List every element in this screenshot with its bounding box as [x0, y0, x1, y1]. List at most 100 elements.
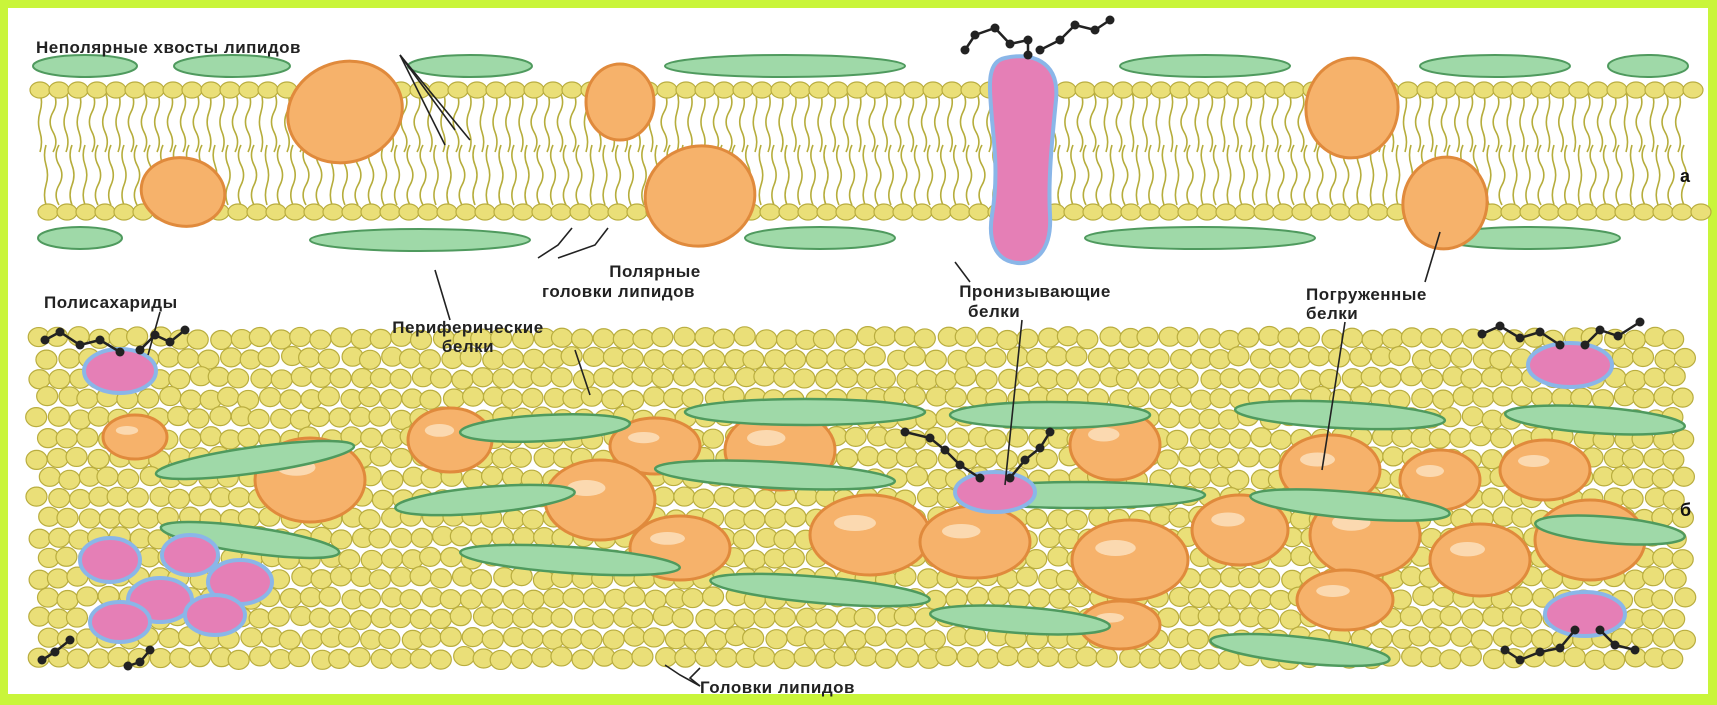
penetrating-protein: [162, 535, 218, 575]
lipid-head: [1077, 330, 1098, 349]
lipid-head: [1169, 508, 1190, 527]
lipid-head: [925, 350, 946, 369]
lipid-head: [1039, 528, 1060, 547]
lipid-head: [125, 82, 145, 98]
lipid-head: [1511, 587, 1532, 606]
peripheral-protein: [1608, 55, 1688, 77]
lipid-head: [1652, 590, 1673, 609]
lipid-head: [319, 587, 340, 606]
lipid-head: [824, 630, 845, 649]
lipid-head: [474, 607, 495, 626]
lipid-head: [1380, 368, 1401, 387]
lipid-head: [652, 368, 673, 387]
lipid-head: [613, 330, 634, 349]
lipid-head: [1209, 590, 1230, 609]
lipid-head: [1564, 648, 1585, 667]
polysaccharide-unit: [1006, 40, 1015, 49]
lipid-head: [771, 82, 791, 98]
lipid-head: [359, 589, 380, 608]
lipid-head: [752, 82, 772, 98]
lipid-head: [379, 629, 400, 648]
protein-highlight: [1088, 428, 1120, 442]
lipid-head: [1612, 467, 1633, 486]
lipid-head: [1179, 409, 1200, 428]
lipid-head: [1455, 82, 1475, 98]
lipid-head: [806, 349, 827, 368]
lipid-head: [1100, 327, 1121, 346]
lipid-head: [1079, 369, 1100, 388]
lipid-head: [785, 350, 806, 369]
lipid-head: [144, 82, 164, 98]
lipid-head: [816, 370, 837, 389]
lipid-head: [765, 350, 786, 369]
polysaccharide-unit: [1556, 644, 1565, 653]
lipid-head: [1179, 447, 1200, 466]
lipid-head: [505, 82, 525, 98]
lipid-head: [26, 450, 47, 469]
lipid-head: [1558, 204, 1578, 220]
lipid-head: [674, 487, 695, 506]
submerged-protein: [103, 415, 167, 459]
lipid-head: [1612, 348, 1633, 367]
lipid-head: [107, 487, 128, 506]
lipid-head: [966, 347, 987, 366]
lipid-head: [874, 204, 894, 220]
polysaccharide-unit: [1496, 322, 1505, 331]
polysaccharide-unit: [1636, 318, 1645, 327]
lipid-head: [1038, 647, 1059, 666]
lipid-head: [280, 589, 301, 608]
lipid-head: [249, 327, 270, 346]
lipid-head: [1258, 610, 1279, 629]
lipid-head: [551, 647, 572, 666]
peripheral-protein: [408, 55, 532, 77]
lipid-head: [714, 487, 735, 506]
lipid-head: [266, 204, 286, 220]
lipid-head: [864, 347, 885, 366]
lipid-head: [89, 649, 110, 668]
lipid-head: [511, 650, 532, 669]
lipid-head: [524, 82, 544, 98]
lipid-head: [1238, 369, 1259, 388]
lipid-head: [657, 82, 677, 98]
polysaccharide-unit: [41, 336, 50, 345]
label-lipid-heads: Головки липидов: [700, 678, 855, 698]
lipid-head: [1250, 590, 1271, 609]
lipid-head: [1451, 627, 1472, 646]
lipid-head: [369, 407, 390, 426]
lipid-head: [1159, 650, 1180, 669]
submerged-protein: [1430, 524, 1530, 596]
lipid-head: [1284, 82, 1304, 98]
lipid-head: [1139, 369, 1160, 388]
polysaccharide-unit: [56, 328, 65, 337]
lipid-head: [410, 610, 431, 629]
lipid-head: [1322, 330, 1343, 349]
lipid-head: [48, 609, 69, 628]
lipid-head: [1259, 568, 1280, 587]
protein-highlight: [834, 515, 876, 531]
lipid-head: [765, 509, 786, 528]
protein-highlight: [628, 432, 660, 443]
lipid-head: [1066, 347, 1087, 366]
lipid-head: [292, 567, 313, 586]
polysaccharide-unit: [1536, 648, 1545, 657]
lipid-head: [48, 407, 69, 426]
lipid-head: [1201, 370, 1222, 389]
lipid-head: [1625, 570, 1646, 589]
lipid-head: [684, 630, 705, 649]
lipid-head: [948, 428, 969, 447]
lipid-head: [1662, 650, 1683, 669]
lipid-head: [339, 628, 360, 647]
lipid-head: [1273, 204, 1293, 220]
lipid-head: [917, 370, 938, 389]
lipid-head: [159, 628, 180, 647]
polysaccharide-unit: [971, 31, 980, 40]
protein-highlight: [1095, 540, 1136, 556]
lipid-head: [978, 327, 999, 346]
lipid-head: [504, 628, 525, 647]
lipid-head: [127, 327, 148, 346]
lipid-head: [918, 569, 939, 588]
lipid-head: [1048, 547, 1069, 566]
lipid-head: [182, 82, 202, 98]
lipid-head: [1208, 82, 1228, 98]
lipid-head: [874, 327, 895, 346]
